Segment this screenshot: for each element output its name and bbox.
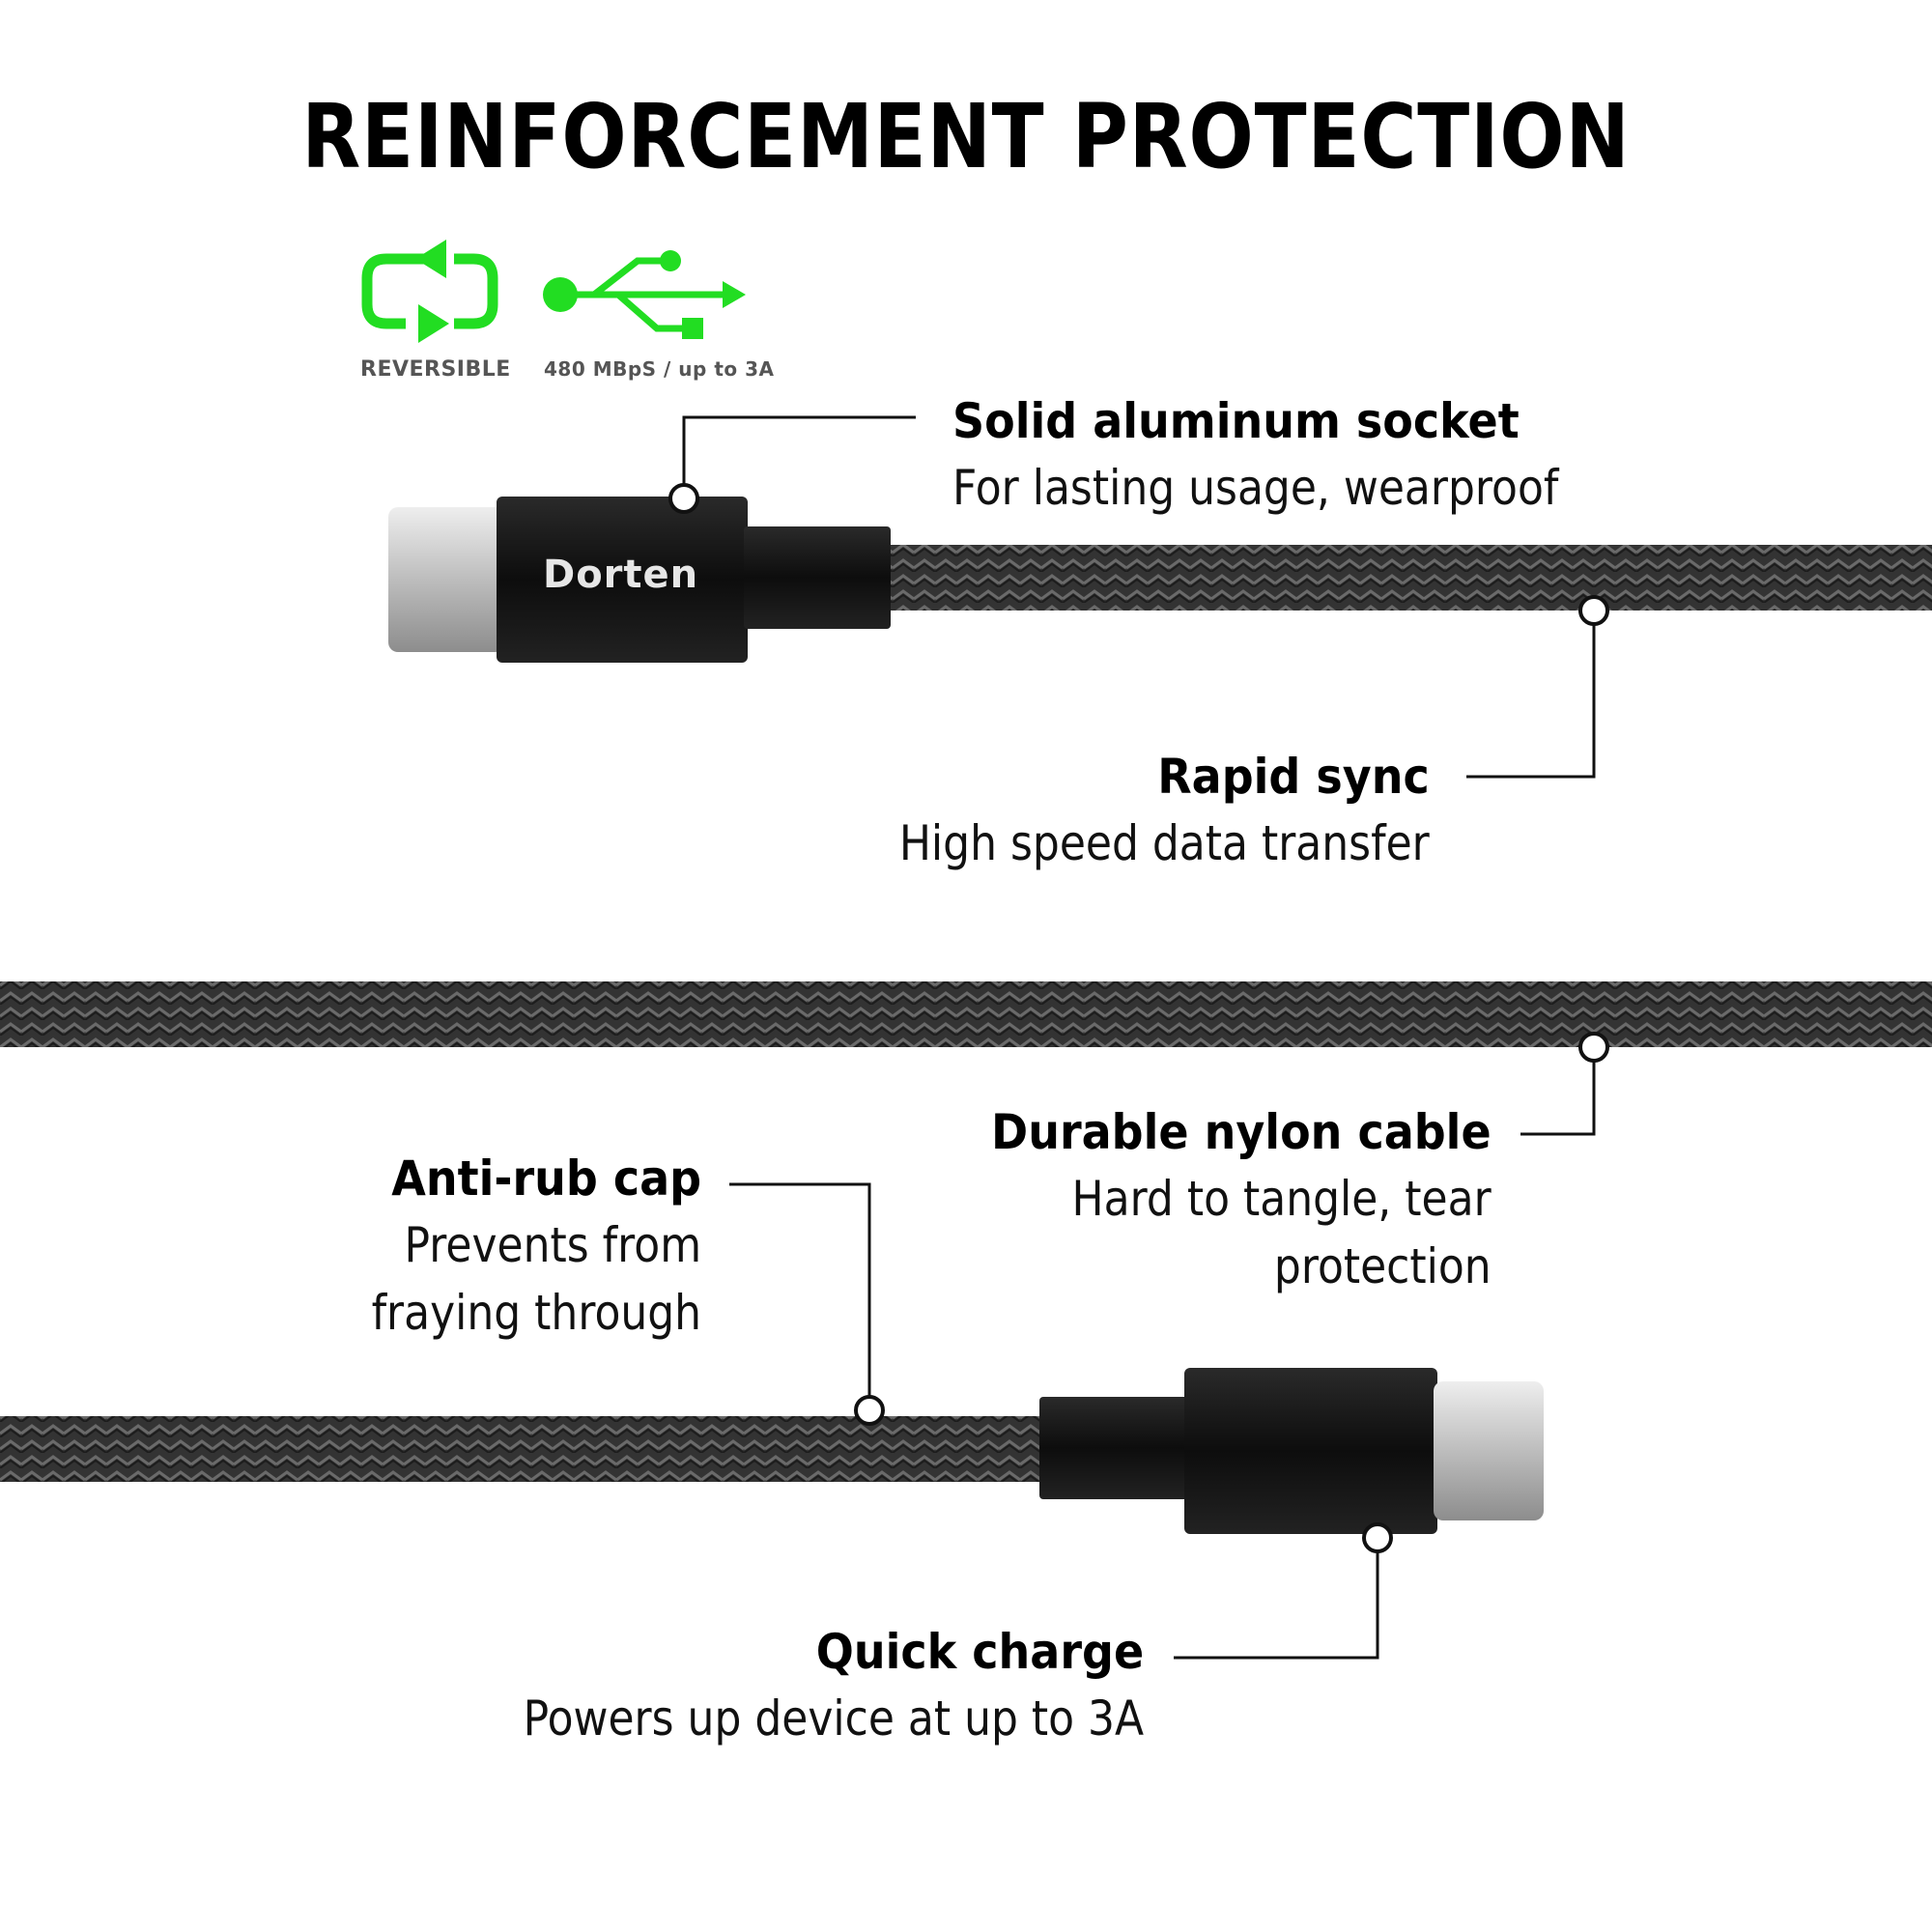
connector-neck-bottom [1039, 1397, 1188, 1499]
callout-charge-heading: Quick charge [815, 1624, 1144, 1680]
callout-cap-text-line1: Prevents from [404, 1217, 701, 1273]
plug-tip-top [388, 507, 504, 652]
reversible-arrows-icon [361, 253, 498, 329]
callout-sync-heading: Rapid sync [1157, 749, 1430, 805]
callout-cap-text-line2: fraying through [371, 1285, 701, 1341]
callout-sync: Rapid sync High speed data transfer [827, 744, 1430, 877]
feature-label-reversible: REVERSIBLE [360, 357, 511, 382]
callout-cap-heading: Anti-rub cap [391, 1151, 701, 1207]
callout-socket-heading: Solid aluminum socket [952, 393, 1520, 449]
connector-housing-bottom [1184, 1368, 1437, 1534]
reversible-arrow-head-bottom [418, 304, 449, 343]
callout-charge-text: Powers up device at up to 3A [523, 1690, 1144, 1747]
callout-markers [668, 483, 1609, 1553]
callout-socket-text: For lasting usage, wearproof [952, 460, 1559, 516]
cable-segment-bottom [0, 1416, 1043, 1482]
callout-sync-text: High speed data transfer [899, 815, 1430, 871]
connector-housing-top [497, 497, 748, 663]
callout-nylon-text-line1: Hard to tangle, tear [1071, 1171, 1492, 1227]
callout-nylon: Durable nylon cable Hard to tangle, tear… [948, 1099, 1492, 1300]
leader-lines [682, 415, 1596, 1660]
brand-logo: Dorten [543, 553, 699, 597]
page-title: REINFORCEMENT PROTECTION [301, 85, 1631, 188]
callout-nylon-text-line2: protection [1274, 1238, 1492, 1294]
reversible-arrow-head-top [415, 240, 446, 278]
callout-cap: Anti-rub cap Prevents from fraying throu… [327, 1146, 701, 1347]
cable-segment-top [889, 545, 1932, 611]
cable-segment-middle [0, 981, 1932, 1047]
callout-charge: Quick charge Powers up device at up to 3… [439, 1619, 1144, 1752]
feature-label-usb: 480 MBpS / up to 3A [544, 357, 775, 381]
callout-nylon-heading: Durable nylon cable [991, 1104, 1492, 1160]
connector-neck-top [744, 526, 891, 629]
plug-tip-bottom [1434, 1381, 1544, 1520]
usb-icon [543, 250, 746, 339]
callout-socket: Solid aluminum socket For lasting usage,… [952, 388, 1641, 522]
